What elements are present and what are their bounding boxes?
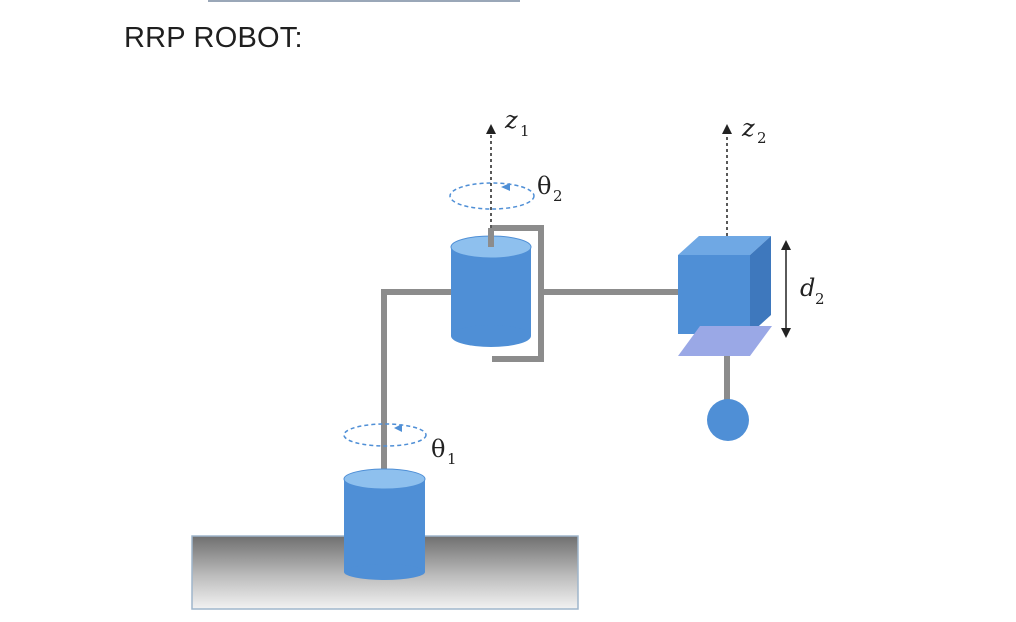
d2-dimension-arrow — [781, 240, 791, 338]
theta-1-label: θ 1 — [431, 435, 457, 468]
rotation-indicator-2 — [449, 182, 535, 210]
top-rule — [208, 0, 520, 2]
joint-1-cylinder — [343, 468, 426, 580]
svg-text:2: 2 — [553, 187, 563, 205]
z1-label: z 1 — [504, 106, 530, 140]
rotation-indicator-1 — [343, 423, 427, 447]
axis-z1-arrowhead — [486, 124, 496, 134]
end-effector-ball — [707, 399, 749, 441]
prismatic-block — [678, 236, 771, 334]
svg-text:z: z — [741, 114, 755, 142]
page-title: RRP ROBOT: — [124, 22, 303, 54]
svg-text:θ: θ — [431, 435, 445, 463]
svg-text:2: 2 — [757, 129, 767, 147]
z2-label: z 2 — [741, 114, 767, 147]
svg-text:2: 2 — [815, 290, 825, 308]
svg-text:1: 1 — [447, 450, 457, 468]
theta-2-label: θ 2 — [537, 172, 563, 205]
svg-text:1: 1 — [520, 122, 530, 140]
axis-z2-arrowhead — [722, 124, 732, 134]
end-effector-plate — [678, 326, 772, 356]
d2-label: d 2 — [800, 274, 825, 308]
joint-2-cylinder — [450, 235, 532, 347]
joint-2-bracket — [492, 225, 544, 362]
svg-text:z: z — [504, 106, 518, 134]
svg-text:d: d — [800, 274, 815, 302]
svg-text:θ: θ — [537, 172, 551, 200]
